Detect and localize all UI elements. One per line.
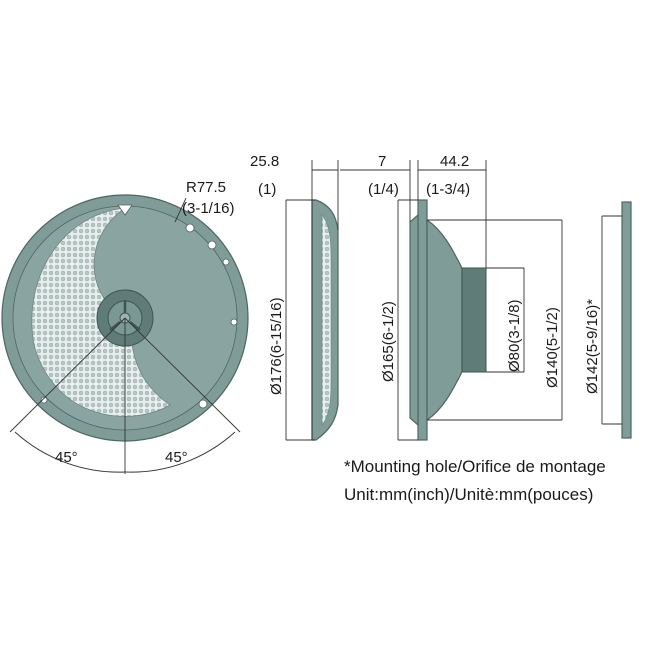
angle-line-left [9, 317, 126, 433]
tweeter-brace [129, 321, 141, 331]
front-view [1, 194, 249, 474]
angle-label-left: 45° [55, 449, 78, 466]
angle-arc-right [124, 431, 236, 473]
mounting-notch [207, 240, 217, 250]
mounting-hole-note: *Mounting hole/Orifice de montage [344, 457, 606, 476]
angle-label-right: 45° [165, 449, 188, 466]
diameter-176-label: Ø176(6-15/16) [268, 297, 285, 395]
speaker-side-view [340, 160, 563, 441]
radius-leader [174, 197, 187, 223]
top-marker [117, 204, 133, 216]
diameter-142-label: Ø142(5-9/16)* [584, 299, 601, 394]
mounting-notch [198, 399, 208, 409]
diameter-165-label: Ø165(6-1/2) [380, 301, 397, 382]
mounting-notch [40, 396, 48, 404]
mounting-plate-view [601, 201, 632, 439]
body-depth-inch: (1-3/4) [426, 181, 470, 198]
diameter-140-label: Ø140(5-1/2) [544, 307, 561, 388]
radius-label-mm: R77.5 [186, 179, 226, 196]
mounting-notch [185, 223, 195, 233]
speaker-flange [417, 199, 428, 441]
mounting-notch [222, 258, 230, 266]
speaker-basket [426, 218, 463, 422]
flange-depth-mm: 7 [378, 153, 386, 170]
mounting-notch [230, 318, 238, 326]
tweeter-brace [109, 321, 121, 331]
units-note: Unit:mm(inch)/Unitè:mm(pouces) [344, 485, 593, 504]
mounting-plate [621, 201, 632, 439]
angle-arc-left [14, 431, 126, 473]
flange-depth-inch: (1/4) [368, 181, 399, 198]
grille-depth-inch: (1) [258, 181, 276, 198]
angle-line-right [124, 317, 241, 433]
radius-label-inch: (3-1/16) [182, 200, 235, 217]
grille-side-view [285, 160, 339, 441]
grille-profile-mesh [321, 214, 332, 426]
speaker-magnet [461, 267, 487, 373]
speaker-front-lip [409, 213, 419, 427]
diameter-80-label: Ø80(3-1/8) [506, 299, 523, 372]
body-depth-mm: 44.2 [440, 153, 469, 170]
grille-depth-mm: 25.8 [250, 153, 279, 170]
